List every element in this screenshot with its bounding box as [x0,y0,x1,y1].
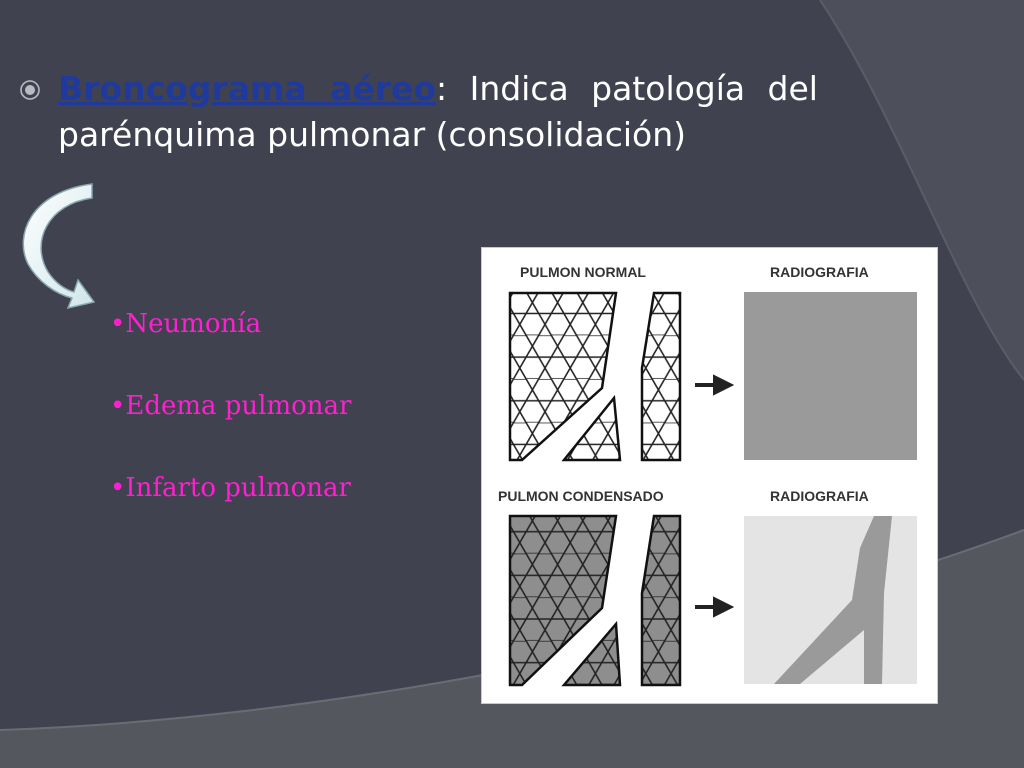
target-bullet-icon [20,80,40,100]
condensed-lung-tissue [508,514,682,687]
normal-lung-label: PULMON NORMAL [520,264,646,280]
normal-xray [744,292,917,460]
condensed-lung-label: PULMON CONDENSADO [498,488,664,504]
definition-text: : Indica patología del parénquima pulmon… [58,69,818,154]
main-statement: Broncograma aéreo: Indica patología del … [58,66,818,158]
curved-arrow-icon [22,183,96,310]
condition-list: •Neumonía •Edema pulmonar •Infarto pulmo… [110,306,351,552]
condensed-xray [744,516,917,684]
arrow-right-icon [695,596,735,618]
xray-label-bottom: RADIOGRAFIA [770,488,869,504]
list-item: •Infarto pulmonar [110,473,351,503]
normal-lung-tissue [508,291,682,462]
list-item: •Edema pulmonar [110,391,352,421]
term-broncograma[interactable]: Broncograma aéreo [58,69,437,108]
lung-diagram-figure: PULMON NORMAL RADIOGRAFIA PULMON CONDENS… [481,247,938,704]
arrow-right-icon [695,374,735,396]
lung-diagram [508,291,917,687]
xray-label-top: RADIOGRAFIA [770,264,869,280]
list-item: •Neumonía [110,309,262,339]
